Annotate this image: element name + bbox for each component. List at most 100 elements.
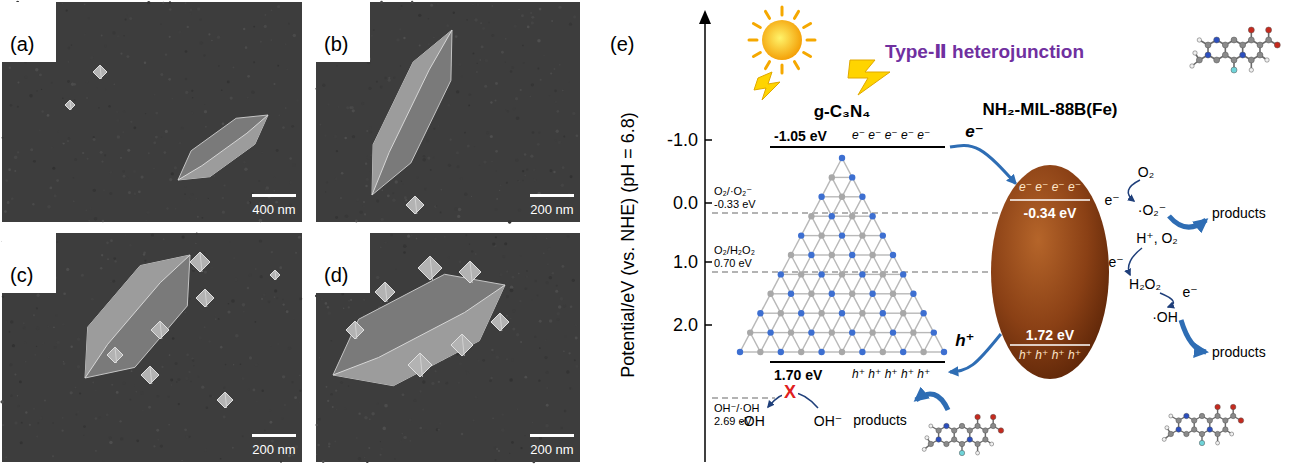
sem-noise [315, 88, 317, 90]
sem-noise [484, 85, 487, 88]
sem-noise [380, 441, 381, 442]
sem-noise [505, 61, 506, 62]
sem-noise [466, 372, 469, 375]
sem-noise [490, 377, 492, 379]
sem-noise [366, 460, 369, 463]
sem-noise [335, 389, 337, 391]
sem-noise [413, 399, 416, 402]
sem-noise [98, 416, 101, 419]
molecule-atom [1266, 37, 1272, 43]
sem-noise [422, 380, 425, 383]
lattice-bond [852, 236, 862, 255]
sem-noise [96, 87, 97, 88]
lattice-atom [808, 252, 814, 258]
lattice-atom [910, 329, 916, 335]
mof-particle: NH₂-MIL-88B(Fe)e⁻ e⁻ e⁻ e⁻-0.34 eV1.72 e… [990, 164, 1110, 380]
electron-label: e⁻ [1108, 254, 1123, 270]
sem-noise [489, 379, 492, 382]
sem-noise [556, 110, 559, 113]
sem-noise [384, 404, 388, 408]
molecule-atom [1222, 42, 1228, 48]
sem-noise [0, 400, 3, 403]
molecule-atom [1248, 57, 1254, 63]
small-crystal-edge [150, 366, 152, 384]
lattice-bond [811, 255, 821, 274]
sem-noise [270, 344, 272, 346]
sem-noise [549, 95, 550, 96]
lattice-atom [757, 349, 763, 355]
sem-noise [87, 158, 89, 160]
sem-noise [17, 106, 19, 108]
sem-noise [426, 139, 429, 142]
lattice-bond [750, 333, 760, 352]
molecule-atom [1257, 52, 1263, 58]
sem-noise [366, 178, 369, 181]
lattice-bond [832, 197, 842, 216]
sem-noise [187, 26, 189, 28]
lattice-bond [842, 197, 852, 216]
lattice-atom [829, 213, 835, 219]
lattice-atom [737, 349, 743, 355]
lattice-bond [801, 274, 811, 293]
sem-noise [506, 358, 508, 360]
sem-noise [315, 295, 317, 297]
molecule-atom [983, 437, 988, 442]
sem-noise [253, 389, 256, 392]
sem-noise [39, 416, 42, 419]
sem-noise [471, 250, 473, 252]
product-arrow [1181, 320, 1206, 352]
sem-noise [29, 94, 32, 97]
panel-label: (c) [10, 264, 33, 287]
lattice-atom [910, 291, 916, 297]
sem-noise [24, 342, 26, 344]
small-crystal-edge [205, 289, 207, 307]
small-crystal [217, 392, 233, 408]
sun-ray [795, 62, 799, 69]
sem-noise [382, 189, 384, 191]
lattice-bond [893, 333, 903, 352]
sem-noise [458, 63, 461, 66]
label-notch [2, 2, 56, 62]
sem-noise [325, 191, 326, 192]
reaction-arrow [1129, 248, 1143, 275]
sem-noise [401, 181, 402, 182]
sem-noise [348, 385, 349, 386]
crystal-ridge [178, 115, 268, 180]
molecule-atom [1190, 64, 1194, 68]
sem-noise [204, 252, 205, 253]
sem-noise [215, 318, 217, 320]
sem-noise [288, 346, 292, 350]
sem-noise [363, 299, 365, 301]
sem-noise [454, 207, 457, 210]
sem-noise [520, 341, 522, 343]
sem-noise [63, 292, 66, 295]
sem-noise [534, 280, 537, 283]
sem-noise [460, 177, 462, 179]
lattice-atom [890, 291, 896, 297]
sem-noise [89, 220, 90, 221]
lattice-bond [873, 333, 883, 352]
molecule-atom [1207, 427, 1212, 432]
lattice-atom [880, 310, 886, 316]
small-crystal [270, 270, 280, 280]
molecule-atom [1266, 27, 1272, 33]
sem-noise [110, 239, 113, 242]
sem-noise [156, 429, 159, 432]
potential-label: O₂/H₂O₂ [714, 244, 755, 257]
sem-noise [380, 247, 382, 249]
sem-noise [101, 254, 103, 256]
sem-noise [264, 430, 266, 432]
small-crystal [408, 353, 432, 377]
sem-noise [260, 275, 263, 278]
lattice-atom [829, 291, 835, 297]
sem-noise [530, 96, 531, 97]
sem-noise [568, 352, 570, 354]
sem-noise [384, 77, 387, 80]
sem-noise [126, 15, 128, 17]
sem-noise [160, 24, 161, 25]
sem-noise [367, 156, 371, 160]
molecule-atom [944, 423, 949, 428]
lattice-bond [924, 333, 934, 352]
sem-noise [169, 354, 171, 356]
